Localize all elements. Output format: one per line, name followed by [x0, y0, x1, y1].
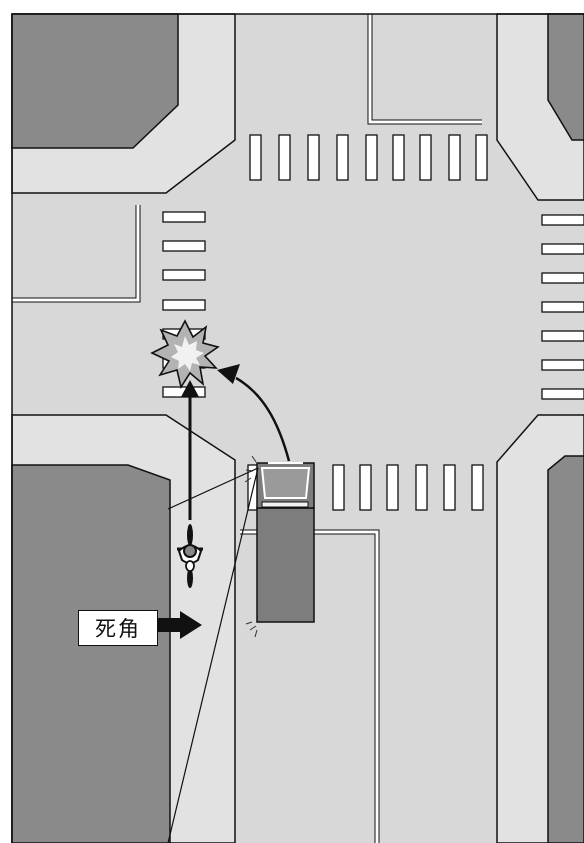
crosswalk-right: [541, 214, 584, 400]
turn-arrow-icon: [217, 364, 291, 462]
truck-icon: [244, 455, 315, 638]
frame-edges: [11, 13, 584, 843]
indicator-marks: [244, 455, 258, 638]
blind-spot-lines: [167, 467, 259, 843]
buildings: [11, 13, 584, 843]
crosswalk-top: [249, 134, 488, 181]
building-bottom-left: [11, 464, 171, 843]
straight-arrow-icon: [181, 380, 199, 520]
building-top-left: [11, 13, 179, 149]
building-bottom-right: [547, 455, 584, 843]
collision-burst-icon: [150, 319, 220, 390]
pointer-arrow-icon: [158, 611, 202, 639]
blind-spot-label: 死角: [78, 610, 158, 646]
cyclist-icon: [177, 524, 203, 588]
